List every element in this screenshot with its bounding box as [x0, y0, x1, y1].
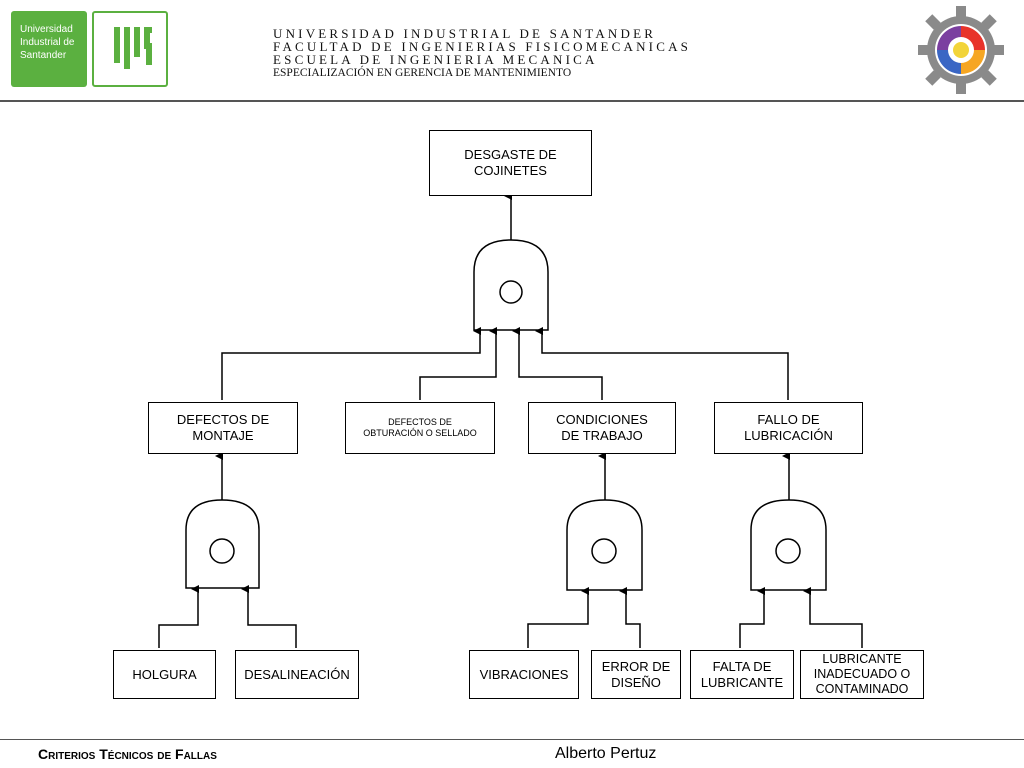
top-gate-symbol: [499, 280, 523, 304]
event-condiciones-label: CONDICIONES DE TRABAJO: [556, 412, 648, 443]
header-university: UNIVERSIDAD INDUSTRIAL DE SANTANDER: [273, 26, 657, 41]
montaje-gate-symbol: [209, 538, 235, 564]
basic-falta-lubricante-box: FALTA DE LUBRICANTE: [690, 650, 794, 699]
lubricacion-gate-symbol: [775, 538, 801, 564]
header-faculty: FACULTAD DE INGENIERIAS FISICOMECANICAS: [273, 39, 692, 54]
slide-header: Universidad Industrial de Santander UNIV…: [0, 0, 1024, 102]
lubricacion-or-gate: [750, 499, 827, 591]
connector-montaje: [221, 327, 481, 400]
logo-line-3: Santander: [20, 50, 67, 61]
connector-lubricacion: [535, 327, 789, 400]
basic-holgura-box: HOLGURA: [113, 650, 216, 699]
basic-desalineacion-box: DESALINEACIÓN: [235, 650, 359, 699]
footer-title: Criterios Técnicos de Fallas: [38, 746, 217, 762]
logo-line-2: Industrial de: [20, 37, 75, 48]
gear-logo-icon: [916, 4, 1006, 96]
connector-vibraciones: [527, 587, 589, 648]
fault-tree-diagram: [158, 192, 863, 648]
logo-line-1: Universidad: [20, 24, 73, 35]
basic-desalineacion-label: DESALINEACIÓN: [244, 666, 350, 682]
header-divider: [0, 100, 1024, 102]
connector-holgura: [158, 585, 199, 648]
top-or-gate: [473, 239, 549, 331]
condiciones-or-gate: [566, 499, 643, 591]
event-obturacion-label: DEFECTOS DE OBTURACIÓN O SELLADO: [363, 417, 477, 438]
footer-author: Alberto Pertuz: [555, 745, 657, 762]
footer-divider: [0, 739, 1024, 740]
event-obturacion-box: DEFECTOS DE OBTURACIÓN O SELLADO: [345, 402, 495, 454]
basic-lubricante-inadecuado-label: LUBRICANTE INADECUADO O CONTAMINADO: [813, 652, 911, 696]
header-specialization: ESPECIALIZACIÓN EN GERENCIA DE MANTENIMI…: [273, 67, 572, 79]
connector-desalineacion: [241, 585, 297, 648]
top-event-label: DESGASTE DE COJINETES: [464, 147, 557, 178]
basic-lubricante-inadecuado-box: LUBRICANTE INADECUADO O CONTAMINADO: [800, 650, 924, 699]
event-condiciones-box: CONDICIONES DE TRABAJO: [528, 402, 676, 454]
top-event-box: DESGASTE DE COJINETES: [429, 130, 592, 196]
event-montaje-box: DEFECTOS DE MONTAJE: [148, 402, 298, 454]
event-montaje-label: DEFECTOS DE MONTAJE: [176, 412, 270, 443]
connector-error-diseno: [619, 587, 641, 648]
connector-condiciones: [512, 327, 603, 400]
montaje-or-gate: [185, 499, 260, 589]
uis-emblem-icon: [92, 11, 168, 87]
basic-falta-lubricante-label: FALTA DE LUBRICANTE: [700, 658, 784, 690]
event-lubricacion-label: FALLO DE LUBRICACIÓN: [744, 412, 833, 443]
basic-vibraciones-label: VIBRACIONES: [479, 666, 569, 682]
basic-holgura-label: HOLGURA: [132, 666, 197, 682]
connector-falta-lubricante: [739, 587, 765, 648]
basic-error-diseno-box: ERROR DE DISEÑO: [591, 650, 681, 699]
university-logo: Universidad Industrial de Santander: [11, 11, 87, 87]
header-school: ESCUELA DE INGENIERIA MECANICA: [273, 52, 598, 67]
condiciones-gate-symbol: [591, 538, 617, 564]
basic-vibraciones-box: VIBRACIONES: [469, 650, 579, 699]
institution-heading: UNIVERSIDAD INDUSTRIAL DE SANTANDER FACU…: [273, 27, 691, 80]
event-lubricacion-box: FALLO DE LUBRICACIÓN: [714, 402, 863, 454]
connector-obturacion: [419, 327, 497, 400]
connector-lubricante-inadecuado: [803, 587, 863, 648]
basic-error-diseno-label: ERROR DE DISEÑO: [601, 658, 671, 690]
